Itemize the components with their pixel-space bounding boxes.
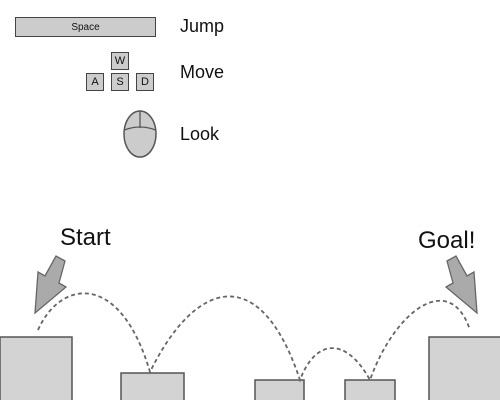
w-key: W: [111, 52, 129, 70]
space-key: Space: [15, 17, 156, 37]
d-key: D: [136, 73, 154, 91]
mouse-icon: [123, 110, 157, 158]
start-arrow: [34, 255, 68, 315]
move-label: Move: [180, 62, 225, 82]
start-label: Start: [60, 224, 111, 251]
jump-label: Jump: [180, 16, 225, 36]
platform-2: [120, 372, 185, 400]
goal-label: Goal!: [418, 227, 476, 254]
platform-3: [254, 379, 305, 400]
goal-platform: [428, 336, 500, 400]
jump-path: [37, 292, 471, 383]
platform-4: [344, 379, 396, 400]
goal-arrow: [444, 255, 478, 315]
s-key: S: [111, 73, 129, 91]
a-key: A: [86, 73, 104, 91]
start-platform: [0, 336, 73, 400]
look-label: Look: [180, 124, 220, 144]
